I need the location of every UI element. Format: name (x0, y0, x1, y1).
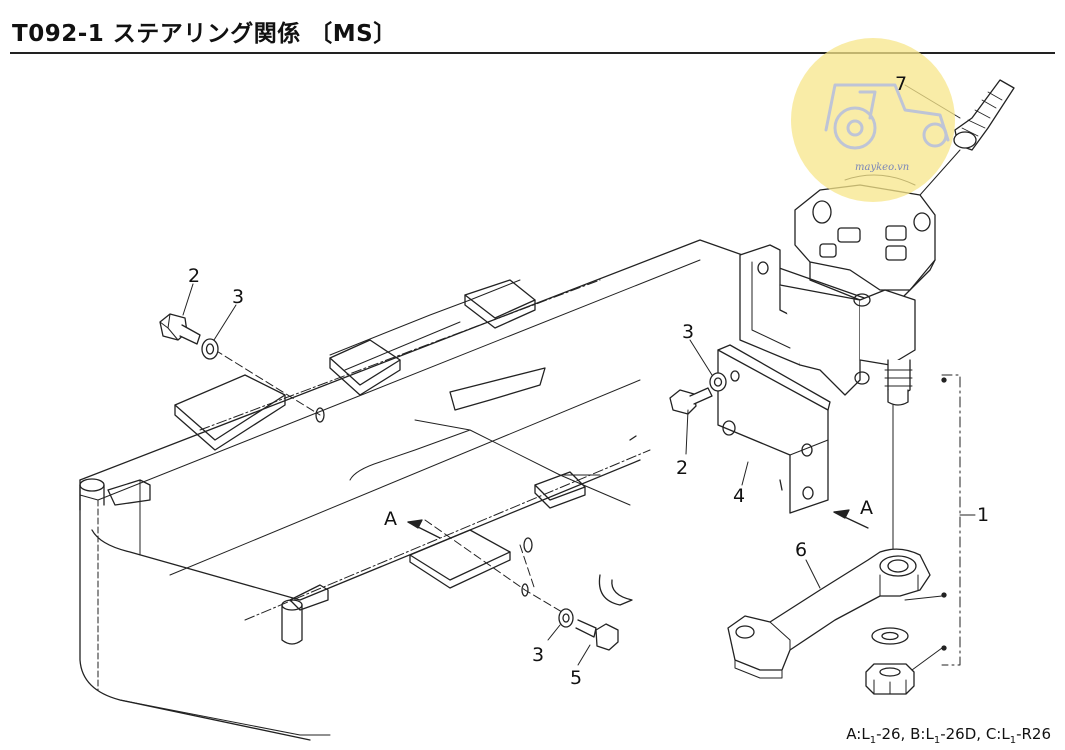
callout-part-1: 1 (977, 504, 989, 526)
dot (941, 592, 947, 598)
mid-bolt (669, 387, 713, 415)
footnote-a-prefix: A:L (846, 725, 870, 743)
footnote-b-sub: 1 (933, 735, 941, 746)
leader-washer (904, 595, 943, 601)
view-arrow-left (407, 519, 441, 539)
title-underline (10, 52, 1055, 54)
callout-mid-2: 2 (676, 457, 688, 479)
callout-part-6: 6 (795, 539, 807, 561)
callout-left-3: 3 (232, 286, 244, 308)
tractor-icon (824, 83, 950, 150)
dot (941, 645, 947, 651)
pitman-arm-6 (727, 548, 931, 679)
footnote-a-suffix: -26, (876, 725, 906, 743)
view-label-a-left: A (384, 508, 397, 530)
steering-shaft-7 (919, 79, 1015, 196)
view-label-a-right: A (860, 497, 873, 519)
callout-labels: 2 3 3 2 4 1 6 7 3 5 A A (188, 73, 989, 689)
footnote-c-suffix: -R26 (1016, 725, 1051, 743)
callout-part-4: 4 (733, 485, 745, 507)
callout-part-7: 7 (895, 73, 907, 95)
pitman-nut (865, 663, 915, 695)
model-footnote: A:L1-26, B:L1-26D, C:L1-R26 (846, 725, 1051, 746)
leader-lines (214, 349, 563, 613)
footnote-c-sub: 1 (1009, 735, 1017, 746)
view-arrow-right (833, 509, 869, 529)
bottom-bolt (575, 619, 619, 651)
left-washer (201, 338, 219, 360)
leader-nut (911, 647, 943, 671)
mid-washer (709, 372, 727, 392)
callout-left-2: 2 (188, 265, 200, 287)
callout-bottom-5: 5 (570, 667, 582, 689)
callout-bottom-3: 3 (532, 644, 544, 666)
dot (941, 377, 947, 383)
page-title: T092-1 ステアリング関係 〔MS〕 (12, 21, 397, 47)
watermark: maykeo.vn (791, 38, 955, 202)
callout-mid-3: 3 (682, 321, 694, 343)
pitman-washer (871, 627, 909, 645)
bracket-part-4 (717, 344, 831, 514)
footnote-b-prefix: B:L (910, 725, 934, 743)
bottom-washer (558, 608, 574, 628)
chassis-frame (79, 239, 871, 741)
steering-gear-housing (739, 174, 936, 406)
assembly-bracket (941, 374, 976, 666)
footnote-b-suffix: -26D, (940, 725, 982, 743)
watermark-text: maykeo.vn (855, 162, 909, 173)
left-bolt (159, 313, 201, 345)
footnote-a-sub: 1 (869, 735, 877, 746)
footnote-c-prefix: C:L (985, 725, 1010, 743)
